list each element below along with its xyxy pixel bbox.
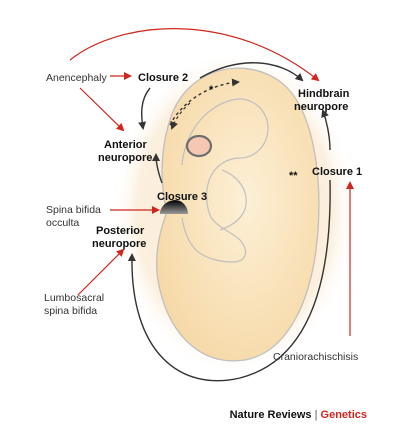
arrow-dotted-closure2 [169, 78, 240, 126]
credit-separator: | [314, 409, 318, 421]
embryo-head-curve [181, 98, 269, 179]
label-hindbrain-2: neuropore [294, 101, 348, 113]
arrow-anencephaly-to-anterior [79, 87, 125, 132]
arrow-closure3-to-anterior [152, 153, 163, 184]
label-lumbosacral-2: spina bifida [44, 305, 97, 317]
credit-journal: Nature Reviews [229, 409, 312, 421]
embryo-trunk-curve [181, 177, 247, 263]
label-posterior-1: Posterior [96, 225, 145, 237]
embryo-tail-curve [219, 169, 247, 231]
label-double-star: ** [289, 170, 298, 182]
journal-credit: Nature Reviews | Genetics [230, 409, 367, 421]
arrow-closure1-to-posterior [127, 179, 331, 382]
label-lumbosacral-1: Lumbosacral [44, 292, 104, 304]
label-spina-occulta-1: Spina bifida [46, 204, 101, 216]
arrow-lumbosacral [77, 248, 125, 296]
label-anencephaly: Anencephaly [46, 72, 107, 84]
arrow-closure1-to-hindbrain [321, 109, 331, 151]
label-posterior-2: neuropore [92, 238, 146, 250]
arrow-closure2-to-anterior [138, 87, 151, 130]
label-closure1: Closure 1 [312, 166, 362, 178]
label-closure3: Closure 3 [157, 191, 207, 203]
otic-vesicle [185, 134, 213, 158]
label-anterior-2: neuropore [98, 152, 152, 164]
label-hindbrain-1: Hindbrain [298, 88, 350, 100]
credit-section: Genetics [320, 409, 367, 421]
label-anterior-1: Anterior [104, 139, 148, 151]
arrow-anencephaly-to-hindbrain [69, 28, 320, 82]
arrow-closure2-to-hindbrain [199, 62, 304, 82]
arrow-dotted-closure2-back [170, 102, 191, 130]
label-craniorachischisis: Craniorachischisis [273, 351, 358, 363]
label-spina-occulta-2: occulta [46, 217, 79, 229]
label-single-star: * [209, 84, 214, 96]
label-closure2: Closure 2 [138, 72, 188, 84]
posterior-neuropore-shape [160, 200, 188, 214]
